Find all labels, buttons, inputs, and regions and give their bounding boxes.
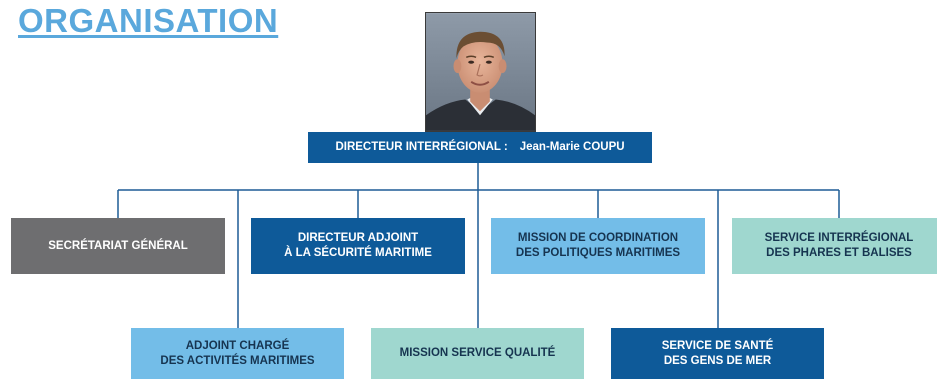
unit-label-line: SECRÉTARIAT GÉNÉRAL — [48, 239, 188, 252]
unit-label-line: DES PHARES ET BALISES — [766, 247, 912, 259]
director-title: DIRECTEUR INTERRÉGIONAL : — [335, 141, 508, 153]
unit-label-line: DIRECTEUR ADJOINT — [297, 232, 419, 244]
unit-label-line: DES ACTIVITÉS MARITIMES — [160, 354, 315, 367]
page-title: ORGANISATION — [18, 2, 279, 39]
unit-box-sante-gens-de-mer: SERVICE DE SANTÉ DES GENS DE MER — [611, 328, 824, 379]
unit-box-directeur-adjoint-securite: DIRECTEUR ADJOINT À LA SÉCURITÉ MARITIME — [251, 218, 465, 274]
unit-label-line: SERVICE DE SANTÉ — [661, 339, 774, 352]
director-box: DIRECTEUR INTERRÉGIONAL : Jean-Marie COU… — [308, 132, 652, 163]
unit-box-phares-balises: SERVICE INTERRÉGIONAL DES PHARES ET BALIS… — [732, 218, 937, 274]
unit-label-line: ADJOINT CHARGÉ — [185, 339, 290, 352]
person-portrait-icon — [426, 13, 535, 131]
unit-box-secretariat-general: SECRÉTARIAT GÉNÉRAL — [11, 218, 225, 274]
unit-label-line: MISSION DE COORDINATION — [517, 232, 679, 244]
unit-label-line: MISSION SERVICE QUALITÉ — [399, 347, 556, 359]
unit-label-line: SERVICE INTERRÉGIONAL — [764, 232, 914, 244]
director-portrait — [425, 12, 536, 132]
unit-label-line: DES GENS DE MER — [663, 354, 772, 367]
unit-box-mission-coordination: MISSION DE COORDINATION DES POLITIQUES MA… — [491, 218, 705, 274]
unit-box-activites-maritimes: ADJOINT CHARGÉ DES ACTIVITÉS MARITIMES — [131, 328, 344, 379]
unit-label-line: DES POLITIQUES MARITIMES — [515, 247, 681, 259]
unit-box-mission-qualite: MISSION SERVICE QUALITÉ — [371, 328, 584, 379]
director-name: Jean-Marie COUPU — [519, 141, 625, 153]
unit-label-line: À LA SÉCURITÉ MARITIME — [284, 247, 432, 259]
